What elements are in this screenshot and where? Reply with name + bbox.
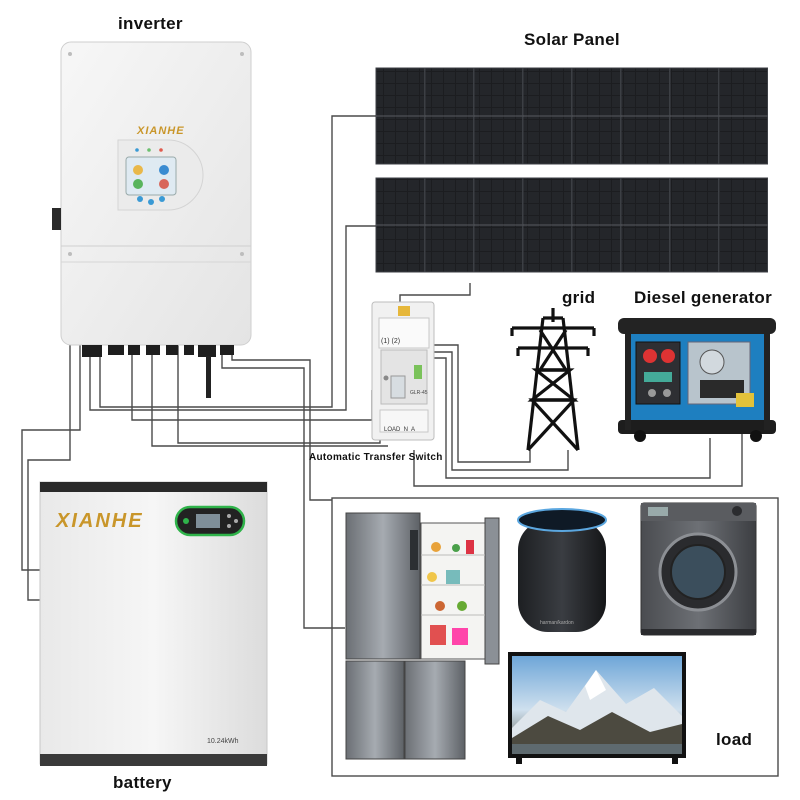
grid-label: grid: [562, 288, 596, 307]
inverter-label: inverter: [118, 14, 183, 33]
ats-label: Automatic Transfer Switch: [309, 452, 443, 463]
television: [508, 652, 686, 764]
solar-panel-array: [375, 67, 768, 273]
diesel-generator: [618, 318, 776, 442]
ats-terminals: LOAD N A: [384, 427, 416, 433]
ats-switch: [371, 301, 435, 441]
load-label: load: [716, 730, 753, 749]
transmission-tower-icon: [510, 308, 596, 452]
smart-speaker: [517, 508, 607, 632]
ats-port-label: (1) (2): [381, 338, 401, 345]
battery-pack: [39, 481, 268, 766]
battery-capacity: 10.24kWh: [207, 738, 239, 745]
speaker-brand: harman/kardon: [540, 620, 574, 626]
washing-machine: [640, 502, 757, 636]
diesel-generator-label: Diesel generator: [634, 288, 773, 307]
solar-panel-label: Solar Panel: [524, 30, 620, 49]
inverter-brand-logo: XIANHE: [137, 125, 185, 137]
inverter-unit: [52, 41, 252, 398]
ats-model: GLR-45: [410, 390, 428, 396]
battery-brand-logo: XIANHE: [56, 510, 144, 532]
battery-label: battery: [113, 773, 172, 792]
refrigerator: [345, 512, 500, 760]
